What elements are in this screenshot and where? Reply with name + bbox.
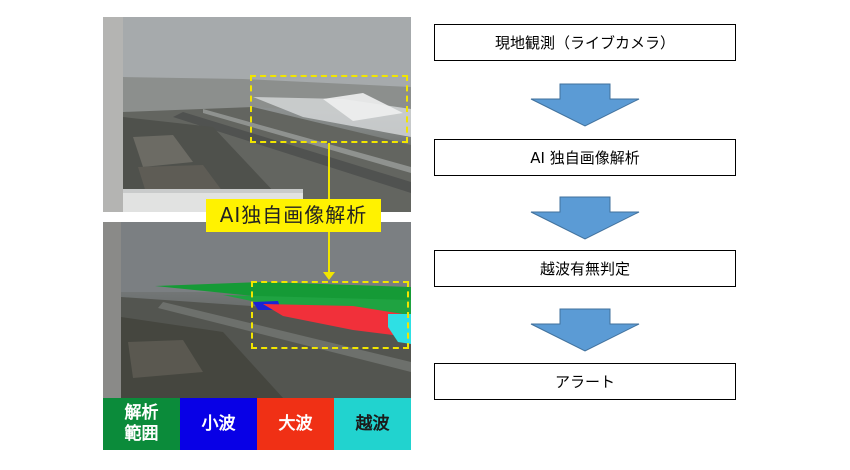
camera-photo-live (103, 17, 411, 212)
connector-line-lower (328, 231, 330, 273)
camera-scene-top (103, 17, 411, 212)
camera-photo-analysis (103, 222, 411, 398)
legend-analysis-range: 解析 範囲 (103, 398, 180, 450)
legend-overtopping: 越波 (334, 398, 411, 450)
legend-large-wave: 大波 (257, 398, 334, 450)
legend-small-wave: 小波 (180, 398, 257, 450)
overtopping-region (388, 314, 411, 344)
flow-step-judgement: 越波有無判定 (434, 250, 736, 287)
legend-analysis-line1: 解析 (124, 403, 159, 423)
flow-arrow-down-icon-1 (530, 83, 640, 127)
flow-arrow-down-icon-3 (530, 308, 640, 352)
connector-line-upper (328, 143, 330, 200)
flow-step-observation: 現地観測（ライブカメラ） (434, 24, 736, 61)
detection-area-top (250, 75, 408, 143)
legend-analysis-line2: 範囲 (124, 424, 159, 444)
analysis-range-region (155, 282, 411, 302)
ai-analysis-label: AI独自画像解析 (206, 199, 381, 232)
connector-arrow-icon (323, 272, 335, 280)
flow-step-ai-analysis: AI 独自画像解析 (434, 139, 736, 176)
detection-area-bottom (251, 281, 409, 349)
flow-arrow-down-icon-2 (530, 196, 640, 240)
large-wave-region (263, 304, 403, 335)
flow-step-alert: アラート (434, 363, 736, 400)
